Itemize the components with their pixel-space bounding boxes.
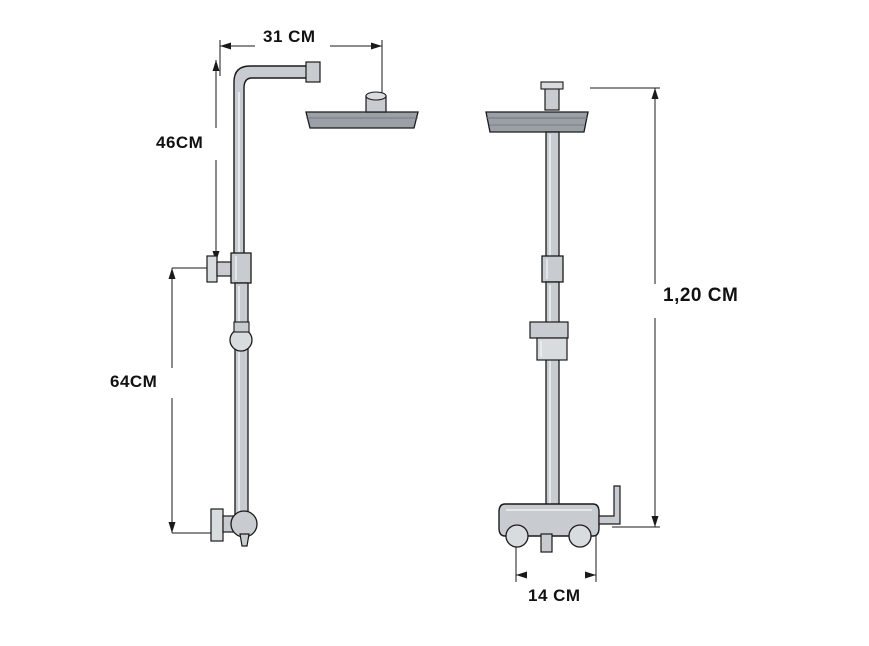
dimension-label-64cm: 64CM bbox=[110, 372, 158, 391]
side-lower-bracket bbox=[210, 508, 258, 547]
dimension-label-46cm: 46CM bbox=[156, 133, 204, 152]
front-mid-coupling bbox=[541, 255, 564, 283]
front-head-connector bbox=[540, 81, 564, 111]
dimension-label-120cm: 1,20 CM bbox=[663, 285, 739, 306]
front-riser-pipe bbox=[545, 131, 560, 261]
dimension-120cm bbox=[590, 87, 660, 528]
front-mixer-body bbox=[498, 485, 621, 553]
dimension-label-31cm: 31 CM bbox=[263, 27, 316, 46]
front-view bbox=[485, 81, 621, 553]
side-slide-bar bbox=[234, 282, 249, 532]
dimension-46cm bbox=[212, 60, 220, 262]
side-head-connector bbox=[305, 61, 321, 83]
side-handset-holder bbox=[229, 321, 253, 352]
side-view bbox=[206, 61, 419, 547]
front-handset-holder bbox=[529, 321, 569, 361]
side-riser-pipe bbox=[233, 65, 309, 263]
dimension-label-14cm: 14 CM bbox=[528, 586, 581, 605]
dimension-64cm bbox=[168, 267, 228, 534]
front-slide-bar bbox=[545, 281, 560, 509]
side-shower-head bbox=[305, 91, 419, 129]
side-upper-bracket bbox=[206, 252, 252, 284]
front-shower-head bbox=[485, 111, 589, 133]
